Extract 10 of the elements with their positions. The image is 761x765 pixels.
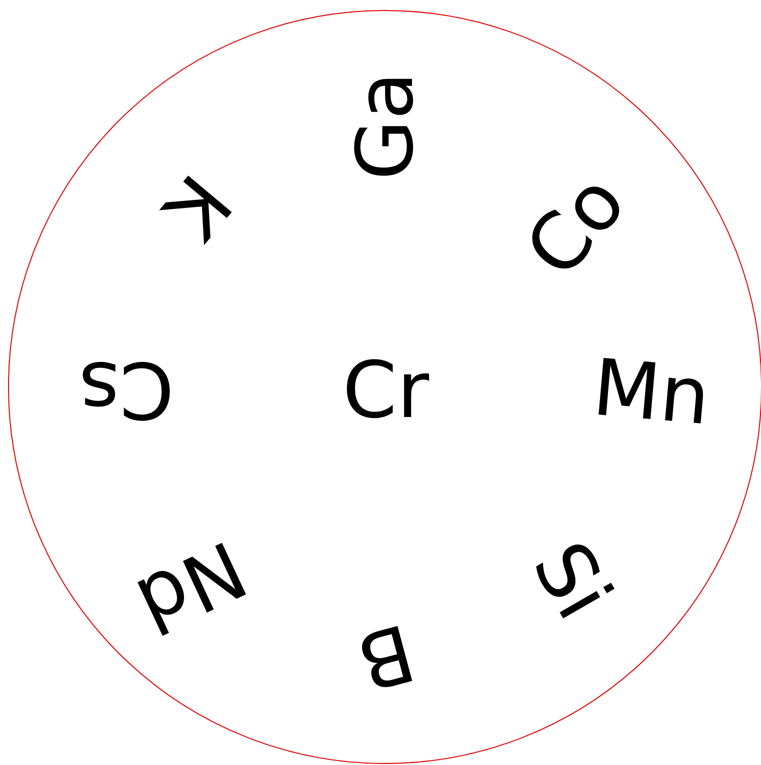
- element-symbol: B: [350, 611, 422, 701]
- element-symbol: Nd: [126, 528, 256, 644]
- element-symbol: Mn: [589, 349, 712, 437]
- element-symbol: Cs: [78, 350, 174, 428]
- element-symbol: K: [150, 161, 242, 251]
- element-symbol: Co: [513, 162, 639, 290]
- element-symbol: Si: [520, 530, 623, 632]
- element-symbol: Ga: [347, 72, 426, 180]
- element-symbol: Cr: [342, 352, 430, 430]
- circle-outline: [8, 10, 761, 764]
